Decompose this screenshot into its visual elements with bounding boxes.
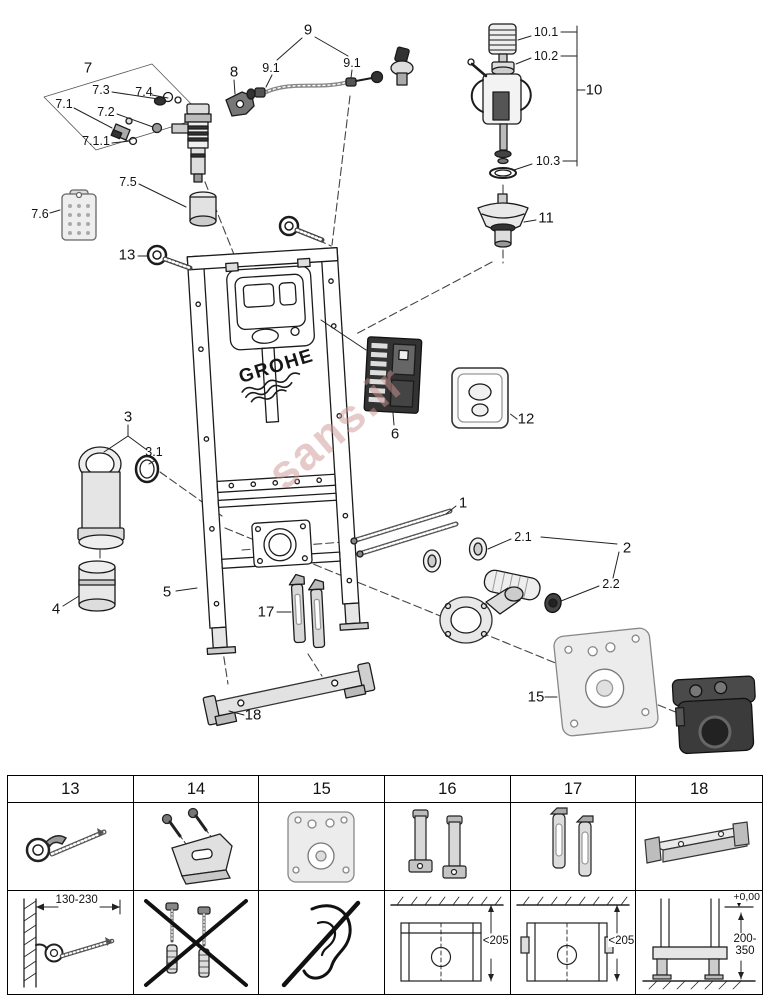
callout-2-2: 2.2 [602,577,620,591]
wall-distance-diagram [23,897,121,988]
cell-icon-17 [510,803,637,891]
callout-18: 18 [244,706,262,724]
measurement-130-230: 130-230 [55,894,98,907]
cell-detail-13: 130-230 [8,891,134,994]
bracket-8 [225,91,255,117]
table-header-16: 16 [384,776,511,803]
hanger-brackets-17 [288,573,326,649]
cell-icon-14 [133,803,260,891]
callout-15: 15 [527,688,545,706]
sound-mat-15 [553,627,659,737]
cell-icon-13 [8,803,134,891]
table-header-15: 15 [259,776,385,803]
cell-detail-14 [134,891,260,994]
callout-6: 6 [390,425,400,443]
callout-10-2: 10.2 [533,49,559,63]
cell-detail-15 [259,891,385,994]
callout-7-5: 7.5 [119,175,137,189]
threaded-rods-1 [350,508,459,558]
measurement-205-2: <205 [608,935,635,948]
no-noise-diagram [281,900,360,987]
callout-13: 13 [118,246,136,264]
drain-elbow-3 [77,446,160,550]
callout-9-1a: 9.1 [262,61,280,75]
flush-valve-10 [467,23,532,179]
table-header-13: 13 [8,776,134,803]
table-header-14: 14 [133,776,260,803]
supports-icon [408,808,467,879]
callout-4: 4 [51,600,61,618]
table-header-17: 17 [510,776,637,803]
cell-icon-18 [636,803,762,891]
hose-9 [246,46,414,100]
floor-rail-icon [644,820,750,864]
callout-5: 5 [162,583,172,601]
callout-3: 3 [123,408,133,426]
sound-mat-icon [287,810,355,883]
callout-12: 12 [517,410,535,428]
floor-rail-18 [202,662,376,727]
wall-anchors-13 [146,215,325,271]
callout-1: 1 [458,494,468,512]
table-header-18: 18 [636,776,762,803]
callout-7-6: 7.6 [31,207,49,221]
measurement-level: +0,00 [733,891,760,904]
callout-10: 10 [585,81,603,99]
callout-2-1: 2.1 [514,530,532,544]
wall-brackets-icon [549,806,594,877]
callout-7-4: 7.4 [135,85,153,99]
exploded-diagram: sans.ir GROHE 7 7.3 7.4 7.2 7.1 7.1.1 7.… [31,21,756,755]
height-205-diagram [390,896,505,982]
pipe-support-bracket [671,675,756,755]
measurement-200-350: 200-350 [728,933,761,958]
callout-9-1b: 9.1 [343,56,361,70]
callout-8: 8 [229,63,239,81]
floor-height-diagram [642,897,756,989]
height-205-diagram-2 [516,896,630,982]
cell-detail-17: <205 [511,891,637,994]
cell-icon-16 [384,803,511,891]
callout-17: 17 [257,603,275,621]
callout-10-3: 10.3 [535,154,561,168]
diagram-svg [43,23,756,755]
callout-10-1: 10.1 [533,25,559,39]
callout-7: 7 [83,59,93,77]
sleeve-4 [78,560,116,612]
callout-7-1-1: 7.1.1 [82,134,110,148]
cell-detail-16: <205 [385,891,511,994]
connector-set-2 [422,537,562,644]
mounting-frame [186,247,369,656]
cell-icon-15 [259,803,385,891]
cell-detail-18: +0,00 200-350 [636,891,762,994]
flush-plate-12 [451,367,509,429]
anchor-icon [26,827,107,862]
callout-9: 9 [303,21,313,39]
leader-lines [49,25,620,716]
bracket-screws-icon [161,807,233,885]
reference-table: 13 14 15 16 17 18 [7,775,763,995]
callout-3-1: 3.1 [145,445,163,459]
no-screws-diagram [143,898,248,987]
valve-base-11 [477,193,529,248]
callout-2: 2 [622,539,632,557]
callout-7-3: 7.3 [92,83,110,97]
module-6 [363,336,423,414]
callout-11: 11 [538,209,554,227]
fill-valve-7 [43,63,217,241]
measurement-205: <205 [482,935,509,948]
callout-7-2: 7.2 [97,105,115,119]
callout-7-1: 7.1 [55,97,73,111]
